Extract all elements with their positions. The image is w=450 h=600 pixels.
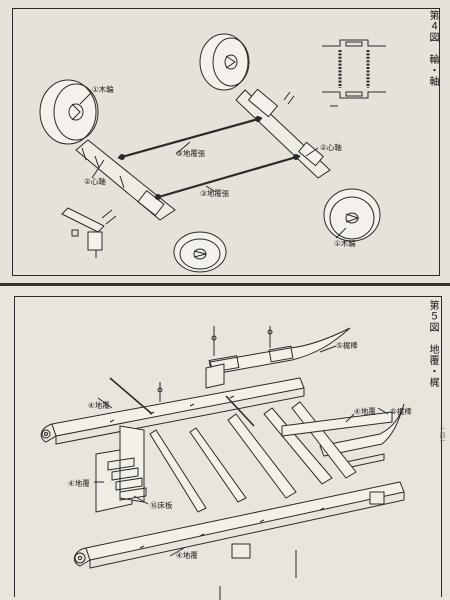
shaft-top: [208, 327, 351, 375]
label-plank: ⑯床板: [150, 500, 173, 510]
wheel-bottom-left: [173, 231, 227, 273]
top-page: 第４図 輪・軸: [0, 0, 450, 283]
label-shaft-top: ⑤梶棒: [336, 340, 358, 350]
label-rod-a: ③地覆張: [176, 148, 206, 158]
wheel-bottom-right: [323, 188, 381, 242]
sill-top-left: [40, 377, 305, 445]
axle-right: [235, 88, 331, 179]
label-sill-right: ④地覆: [354, 406, 376, 416]
bottom-page: 第５図 地覆・梶 一四一: [0, 286, 450, 600]
label-sill-bottom: ④地覆: [176, 550, 198, 560]
figure-4-frame: [12, 8, 440, 276]
wheel-top-right: [199, 33, 250, 91]
small-detail: [61, 207, 117, 258]
label-wheel-b: ①木輪: [334, 238, 356, 248]
axle-left: [75, 139, 176, 221]
label-axle-b: ②心軸: [320, 142, 342, 152]
cross-beams: [95, 363, 393, 513]
label-sill-left: ④地覆: [68, 478, 90, 488]
label-shaft-right: ⑤梶棒: [390, 406, 412, 416]
bolts: [109, 326, 385, 600]
figure-5-drawing: ⑤梶棒 ④地覆 ④地覆 ⑯床板 ④地覆 ④地覆 ⑤梶棒: [40, 326, 412, 600]
page-number: 一四一: [438, 426, 445, 444]
sill-bottom: [73, 481, 405, 569]
figure-5-frame: [14, 296, 442, 597]
inset-detail: [322, 39, 386, 107]
label-wheel-a: ①木輪: [92, 84, 114, 94]
figure-4-title: 第４図 輪・軸: [427, 10, 438, 87]
label-axle-a: ②心軸: [84, 176, 106, 186]
label-rod-b: ③地覆張: [200, 188, 230, 198]
label-sill-top: ④地覆: [88, 400, 110, 410]
planks: [107, 457, 147, 501]
figure-5-title: 第５図 地覆・梶: [427, 300, 438, 388]
figure-4-drawing: ①木輪 ②心軸 ③地覆張 ③地覆張 ②心軸 ①木輪: [39, 33, 386, 273]
wheel-top-left: [39, 79, 99, 145]
